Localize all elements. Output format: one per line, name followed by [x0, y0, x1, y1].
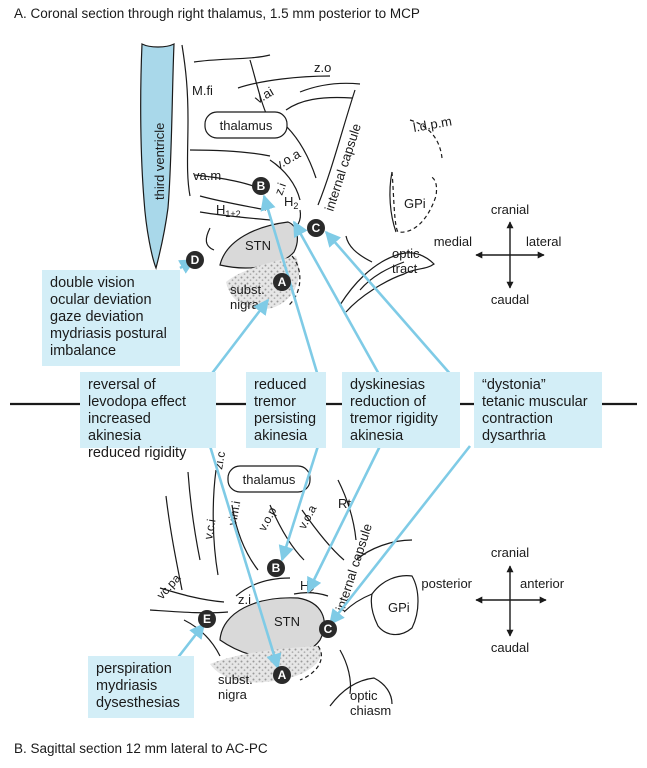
compass-a-caudal: caudal [491, 292, 529, 307]
mfi-label: M.fi [192, 83, 213, 98]
compass-b-posterior: posterior [421, 576, 472, 591]
svg-text:A: A [278, 275, 287, 289]
panel-b-caption: B. Sagittal section 12 mm lateral to AC-… [14, 741, 268, 756]
callout-c-effects: “dystonia” tetanic muscular contraction … [474, 372, 602, 448]
callout-a-effects: reversal of levodopa effect increased ak… [80, 372, 216, 461]
svg-text:D: D [191, 253, 200, 267]
badge-a-a: A [273, 273, 291, 291]
voa-a-label: v.o.a [272, 146, 304, 173]
svg-text:E: E [203, 612, 211, 626]
subst-nigra-a-shape [226, 256, 299, 310]
stn-a-label: STN [245, 238, 271, 253]
compass-a-lateral: lateral [526, 234, 562, 249]
svg-text:C: C [324, 622, 333, 636]
zo-label: z.o [314, 60, 331, 75]
ldpm-label: l.d.p.m [412, 113, 453, 135]
compass-b: cranial caudal posterior anterior [421, 545, 564, 655]
gpi-b-label: GPi [388, 600, 410, 615]
compass-a: cranial caudal medial lateral [434, 202, 562, 307]
compass-b-cranial: cranial [491, 545, 529, 560]
h2-a-label: H2 [284, 194, 298, 211]
subst-nigra-b-label: subst.nigra [218, 672, 253, 702]
svg-text:A: A [278, 668, 287, 682]
thalamus-a-box [204, 111, 288, 139]
gpi-b-shape [370, 575, 419, 636]
badge-c-a: C [307, 219, 325, 237]
callout-e-effects: perspiration mydriasis dysesthesias [88, 656, 194, 718]
thalamus-b-box [227, 465, 311, 493]
thalamus-b-label: thalamus [243, 472, 296, 487]
third-ventricle-shape [140, 43, 175, 270]
subst-nigra-b-shape [210, 646, 322, 683]
third-ventricle-label: third ventricle [152, 123, 167, 200]
badge-e-b: E [198, 610, 216, 628]
zi-a-label: z.i [272, 181, 289, 197]
subst-nigra-a-label: subst.nigra [230, 282, 265, 312]
vai-label: v.ai [252, 84, 276, 107]
svg-text:B: B [272, 561, 281, 575]
badge-b-b: B [267, 559, 285, 577]
thalamus-a-label: thalamus [220, 118, 273, 133]
internal-capsule-b-label: internal capsule [333, 522, 375, 613]
panel-b-drawing [149, 469, 419, 707]
badge-c-b: C [319, 620, 337, 638]
optic-tract-a-shape [339, 252, 435, 313]
badge-d-a: D [186, 251, 204, 269]
badge-b-a: B [252, 177, 270, 195]
rt-label: Rt [338, 496, 351, 511]
callout-arrows [174, 194, 472, 670]
gpi-a-shape [391, 171, 438, 233]
compass-a-cranial: cranial [491, 202, 529, 217]
h12-label: H1+2 [216, 202, 241, 219]
panel-a-caption: A. Coronal section through right thalamu… [14, 6, 420, 21]
svg-text:B: B [257, 179, 266, 193]
zi-b-label: z.i [238, 592, 251, 607]
callout-b-effects: reduced tremor persisting akinesia [246, 372, 326, 448]
vam-label: va.m [193, 168, 221, 183]
compass-a-medial: medial [434, 234, 472, 249]
vci-label: v.c.i [201, 518, 218, 541]
callout-d-effects: double vision ocular deviation gaze devi… [42, 270, 180, 366]
compass-b-caudal: caudal [491, 640, 529, 655]
compass-b-anterior: anterior [520, 576, 565, 591]
badge-a-b: A [273, 666, 291, 684]
gpi-a-label: GPi [404, 196, 426, 211]
stn-b-label: STN [274, 614, 300, 629]
internal-capsule-a-label: internal capsule [322, 122, 364, 213]
svg-text:C: C [312, 221, 321, 235]
callout-h2-effects: dyskinesias reduction of tremor rigidity… [342, 372, 460, 448]
